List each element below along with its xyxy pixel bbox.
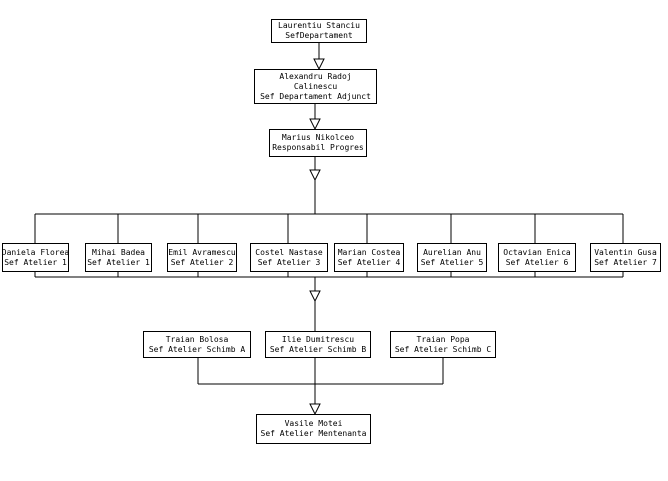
- node-name: Traian Popa: [416, 334, 470, 344]
- node-atelier-head-2: Mihai Badea Sef Atelier 1: [85, 243, 152, 272]
- arrowhead: [309, 169, 321, 182]
- node-department-head: Laurentiu Stanciu SefDepartament: [271, 19, 367, 43]
- arrowhead: [309, 118, 321, 131]
- node-atelier-head-7: Octavian Enica Sef Atelier 6: [498, 243, 576, 272]
- node-role: Sef Atelier 2: [170, 257, 234, 267]
- node-name: Octavian Enica: [503, 247, 571, 257]
- arrowhead: [313, 58, 325, 71]
- node-role: Sef Atelier 4: [337, 257, 401, 267]
- node-shift-head-b: Ilie Dumitrescu Sef Atelier Schimb B: [265, 331, 371, 358]
- node-name: Marian Costea: [337, 247, 401, 257]
- node-role: Responsabil Progres: [272, 143, 364, 152]
- node-atelier-head-8: Valentin Gusa Sef Atelier 7: [590, 243, 661, 272]
- node-atelier-head-5: Marian Costea Sef Atelier 4: [334, 243, 404, 272]
- node-role: Sef Atelier Mentenanta: [260, 429, 367, 438]
- node-atelier-head-4: Costel Nastase Sef Atelier 3: [250, 243, 328, 272]
- node-role: Sef Atelier Schimb C: [394, 344, 492, 354]
- node-name: Emil Avramescu: [168, 247, 236, 257]
- node-name: Traian Bolosa: [165, 334, 229, 344]
- node-name: Valentin Gusa: [594, 247, 657, 257]
- node-maintenance-head: Vasile Motei Sef Atelier Mentenanta: [256, 414, 371, 444]
- node-role: Sef Atelier 7: [594, 257, 657, 267]
- node-role: Sef Atelier Schimb A: [148, 344, 246, 354]
- node-role: SefDepartament: [285, 31, 353, 40]
- arrowhead: [309, 403, 321, 416]
- node-role: Sef Atelier 5: [420, 257, 484, 267]
- node-role: Sef Atelier 1: [4, 257, 67, 267]
- node-name: Daniela Florea: [1, 247, 70, 257]
- node-name: Costel Nastase: [255, 247, 323, 257]
- node-progress-responsible: Marius Nikolceo Responsabil Progres: [269, 129, 367, 157]
- node-atelier-head-6: Aurelian Anu Sef Atelier 5: [417, 243, 487, 272]
- node-role: Sef Atelier 6: [505, 257, 569, 267]
- node-name: Marius Nikolceo: [281, 133, 355, 142]
- node-name: Aurelian Anu: [423, 247, 481, 257]
- node-name: Laurentiu Stanciu: [278, 21, 360, 30]
- arrowhead: [309, 290, 321, 303]
- node-role: Sef Atelier Schimb B: [269, 344, 367, 354]
- node-role: Sef Atelier 1: [87, 257, 150, 267]
- node-name: Ilie Dumitrescu: [281, 334, 355, 344]
- node-role: Sef Departament Adjunct: [260, 91, 371, 101]
- node-name: Vasile Motei: [284, 419, 343, 428]
- node-name: Alexandru Radoj: [279, 71, 352, 81]
- node-name-2: Calinescu: [293, 81, 338, 91]
- node-role: Sef Atelier 3: [257, 257, 321, 267]
- node-atelier-head-3: Emil Avramescu Sef Atelier 2: [167, 243, 237, 272]
- node-atelier-head-1: Daniela Florea Sef Atelier 1: [2, 243, 69, 272]
- node-shift-head-c: Traian Popa Sef Atelier Schimb C: [390, 331, 496, 358]
- node-shift-head-a: Traian Bolosa Sef Atelier Schimb A: [143, 331, 251, 358]
- node-name: Mihai Badea: [92, 247, 145, 257]
- node-deputy-head: Alexandru Radoj Calinescu Sef Departamen…: [254, 69, 377, 104]
